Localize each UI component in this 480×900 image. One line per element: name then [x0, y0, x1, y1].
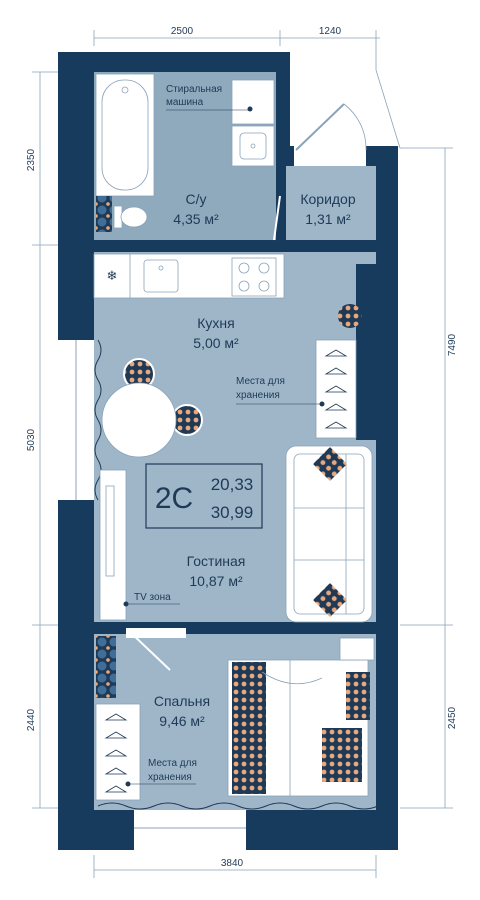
bedroom-door-opening: [126, 628, 186, 638]
chair-right: [171, 404, 203, 436]
sofa: [285, 445, 373, 623]
storage2-label-line2: хранения: [148, 772, 192, 783]
bath-tiles: [96, 196, 112, 232]
dim-right-main: 7490: [447, 333, 458, 356]
kitchen-name: Кухня: [197, 315, 234, 331]
apartment-type: 2С: [155, 482, 193, 515]
living-area: 10,87 м²: [189, 573, 243, 589]
tv-zone-label: TV зона: [134, 592, 171, 603]
dim-top-right: 1240: [319, 26, 342, 37]
corridor-area: 1,31 м²: [305, 211, 351, 227]
bathroom-area: 4,35 м²: [173, 211, 219, 227]
bedroom-curtain: [97, 802, 379, 810]
toilet: [113, 205, 148, 229]
wall-kitchen-right: [356, 264, 376, 440]
bed: [227, 637, 375, 797]
bedroom-area: 9,46 м²: [159, 713, 205, 729]
bedroom-door: [129, 631, 171, 671]
hanger-icons-2: [104, 713, 128, 793]
corner-plant: [338, 304, 362, 328]
hanger-icons-1: [324, 349, 348, 429]
corridor-name: Коридор: [300, 191, 356, 207]
kitchen-counter: [93, 253, 285, 299]
bedroom-tiles: [96, 636, 116, 698]
washer-label-line1: Стиральная: [166, 84, 222, 95]
living-name: Гостиная: [187, 553, 246, 569]
corridor-floor: [286, 166, 376, 244]
tv-stand: [99, 469, 127, 621]
bathroom-name: С/у: [186, 191, 207, 207]
kitchen-area: 5,00 м²: [193, 335, 239, 351]
bathtub: [95, 73, 155, 197]
dining-table: [101, 358, 203, 458]
apartment-area-living: 20,33: [211, 475, 254, 494]
washer-marker: [247, 106, 253, 112]
washing-machine: [231, 79, 275, 125]
bathroom-door: [273, 195, 281, 241]
storage-wardrobe-1: [315, 339, 357, 439]
entrance-door: [295, 103, 345, 151]
dim-left-middle: 5030: [26, 428, 37, 451]
dimension-lines: [32, 30, 453, 878]
washer-label-line2: машина: [166, 97, 204, 108]
wall-bath-corridor: [276, 72, 286, 244]
storage1-label-line1: Места для: [236, 376, 285, 387]
dim-left-lower: 2440: [26, 708, 37, 731]
entrance-opening: [294, 146, 366, 166]
snowflake-icon: ❄: [107, 269, 118, 284]
storage2-label-line1: Места для: [148, 758, 197, 769]
storage1-label-line2: хранения: [236, 390, 280, 401]
dim-bottom: 3840: [221, 858, 244, 869]
dim-top-left: 2500: [171, 26, 194, 37]
storage-wardrobe-2: [95, 703, 141, 801]
apartment-area-total: 30,99: [211, 503, 254, 522]
dim-left-upper: 2350: [26, 148, 37, 171]
dim-right-lower: 2450: [447, 706, 458, 729]
apartment-badge: 2С 20,33 30,99: [145, 463, 263, 529]
wall-bath-kitchen: [94, 240, 376, 252]
main-floor-right: [360, 252, 376, 264]
bedroom-window: [134, 810, 246, 850]
bedroom-name: Спальня: [154, 693, 210, 709]
sink: [231, 125, 275, 167]
